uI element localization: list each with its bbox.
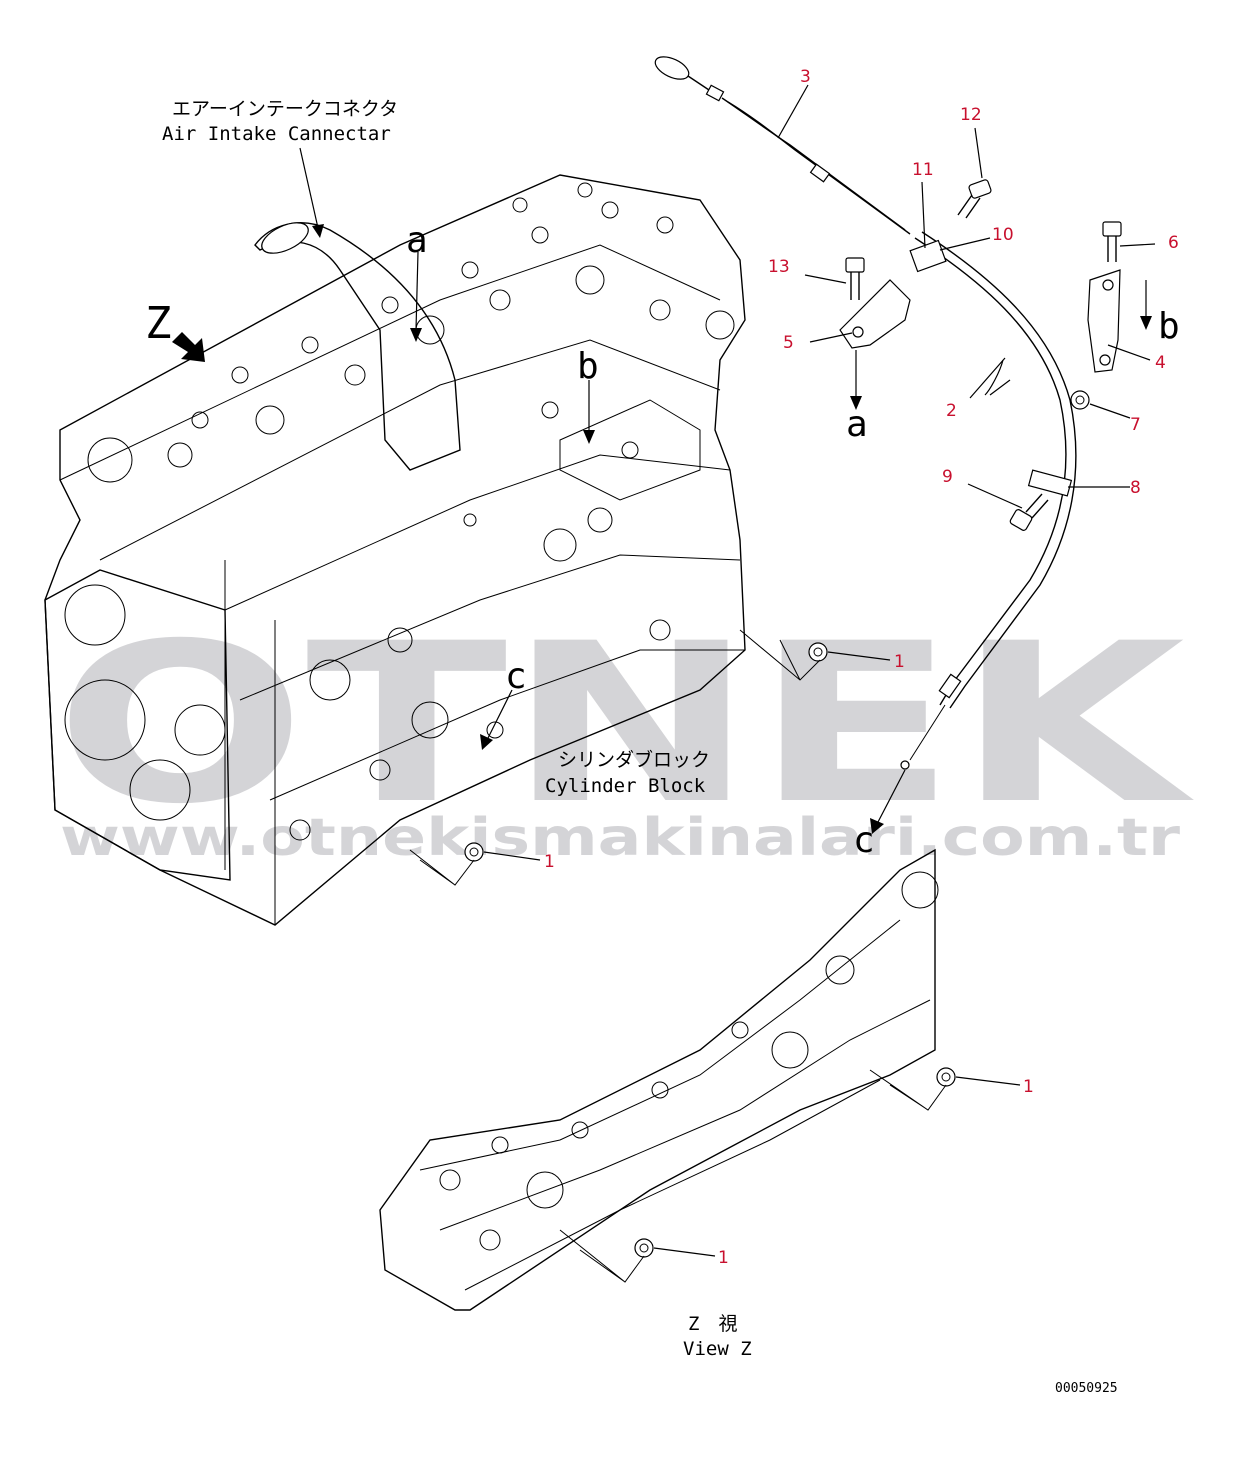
callout-3: 3: [800, 67, 811, 87]
bolt-6: [1102, 221, 1122, 262]
watermark-brand: OTNEK: [55, 596, 1195, 852]
bolt-12: [957, 179, 992, 219]
engine-block-drawing: [44, 147, 746, 926]
view-letter-b-bracket: b: [1158, 306, 1180, 347]
plug-1a: [808, 642, 828, 662]
callout-10: 10: [992, 225, 1014, 245]
callout-1-c: 1: [1023, 1077, 1034, 1097]
callout-numbers: 3 12 11 10 6 13 5 4 2 7 9 8 1 1 1 1: [544, 67, 1179, 1268]
view-letter-c-dipstick: c: [853, 820, 875, 861]
callout-4: 4: [1155, 353, 1166, 373]
callout-13: 13: [768, 257, 790, 277]
plug-1c: [936, 1067, 956, 1087]
callout-1-a: 1: [894, 652, 905, 672]
text-labels: エアーインテークコネクタ Air Intake Cannectar シリンダブロ…: [145, 98, 1180, 1396]
view-z-drawing: [379, 848, 939, 1311]
cylinder-block-label-jp: シリンダブロック: [558, 748, 710, 771]
plug-1b: [464, 842, 484, 862]
watermark-url: www.otnekismakinalari.com.tr: [60, 808, 1180, 868]
callout-6: 6: [1168, 233, 1179, 253]
view-letter-c-block: c: [505, 656, 527, 697]
callout-2: 2: [946, 401, 957, 421]
plug-1d: [634, 1238, 654, 1258]
cylinder-block-label-en: Cylinder Block: [545, 775, 706, 797]
callout-11: 11: [912, 160, 934, 180]
view-letter-z: Z: [145, 298, 172, 349]
callout-8: 8: [1130, 478, 1141, 498]
bolt-13: [845, 257, 865, 300]
leader-lines: [409, 84, 1156, 1283]
air-intake-label-en: Air Intake Cannectar: [162, 123, 391, 145]
callout-1-d: 1: [718, 1248, 729, 1268]
view-letter-a-block: a: [406, 220, 428, 261]
callout-1-b: 1: [544, 852, 555, 872]
clip-10: [909, 239, 947, 273]
callout-9: 9: [942, 467, 953, 487]
view-z-label-jp: Z 視: [688, 1313, 737, 1335]
callout-12: 12: [960, 105, 982, 125]
plugs: [464, 642, 956, 1258]
callout-5: 5: [783, 333, 794, 353]
callout-7: 7: [1130, 415, 1141, 435]
watermark: OTNEK www.otnekismakinalari.com.tr: [55, 596, 1195, 868]
dipstick-handle: [654, 56, 690, 80]
drawing-number: 00050925: [1055, 1381, 1118, 1396]
view-letter-b-block: b: [577, 346, 599, 387]
clamp-8: [1027, 469, 1073, 497]
air-intake-label-jp: エアーインテークコネクタ: [172, 98, 398, 120]
bolt-9: [1009, 493, 1049, 531]
view-z-label-en: View Z: [683, 1338, 752, 1360]
nut-7: [1070, 390, 1090, 410]
view-letter-a-bracket: a: [846, 404, 868, 445]
